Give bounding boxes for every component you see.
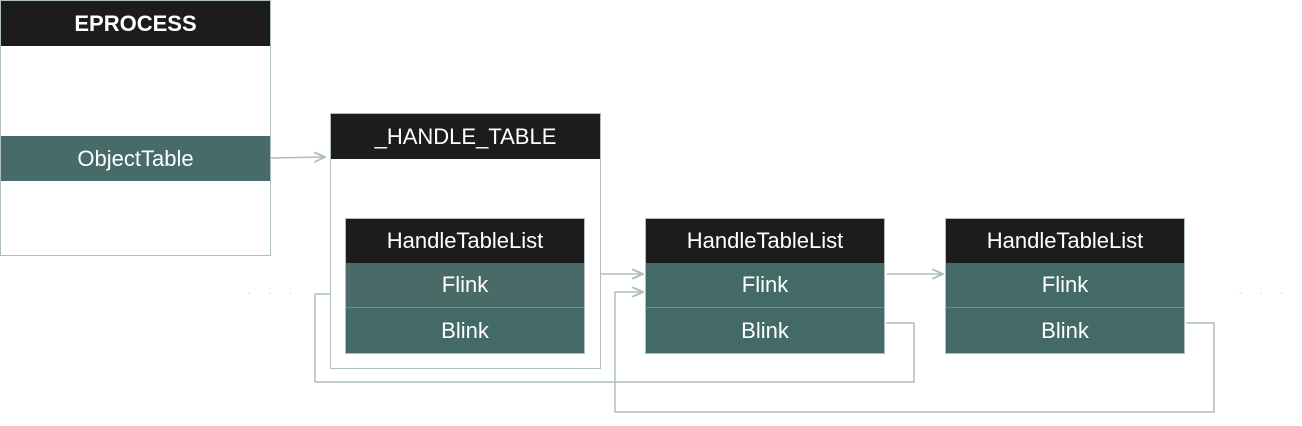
eprocess-box: EPROCESS ObjectTable xyxy=(0,0,271,256)
entry-title: HandleTableList xyxy=(946,219,1184,263)
handle-table-title: _HANDLE_TABLE xyxy=(331,114,600,159)
ellipsis-right: · · · xyxy=(1238,284,1290,300)
handle-table-list-1: HandleTableList Flink Blink xyxy=(345,218,585,354)
handle-table-list-2: HandleTableList Flink Blink xyxy=(645,218,885,354)
entry-title: HandleTableList xyxy=(346,219,584,263)
ellipsis-left: · · · xyxy=(247,284,299,300)
flink-field: Flink xyxy=(946,263,1184,308)
flink-field: Flink xyxy=(346,263,584,308)
blink-field: Blink xyxy=(346,308,584,353)
objecttable-arrow xyxy=(270,157,325,158)
blink-field: Blink xyxy=(946,308,1184,353)
entry-title: HandleTableList xyxy=(646,219,884,263)
objecttable-field: ObjectTable xyxy=(1,136,270,181)
eprocess-title: EPROCESS xyxy=(1,1,270,46)
handle-table-list-3: HandleTableList Flink Blink xyxy=(945,218,1185,354)
blink-field: Blink xyxy=(646,308,884,353)
flink-field: Flink xyxy=(646,263,884,308)
